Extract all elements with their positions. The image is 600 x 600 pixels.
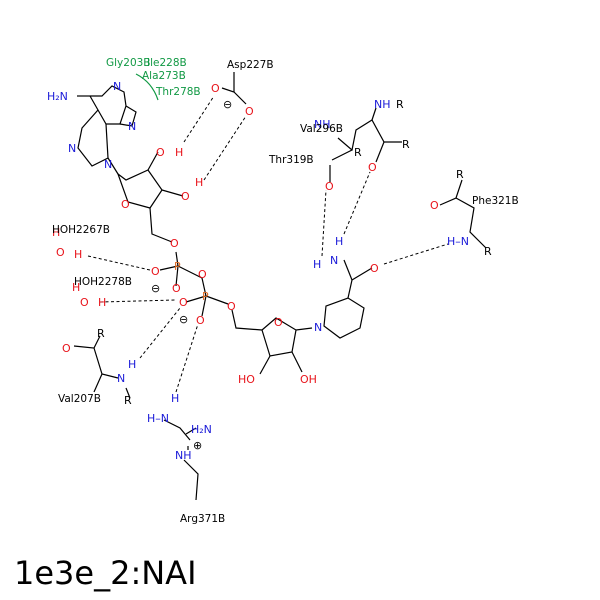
val207-h-label: H: [128, 358, 136, 371]
residue-arg371: Arg371B: [180, 513, 225, 525]
residue-labels: Asp227B Val296B Thr319B Phe321B HOH2267B…: [52, 57, 519, 525]
val207-r1-label: R: [97, 327, 105, 340]
residue-hoh2267: HOH2267B: [52, 224, 110, 236]
residue-thr319: Thr319B: [268, 154, 314, 166]
adenine-n1-label: N: [113, 80, 121, 93]
asp227-o1-label: O: [211, 82, 220, 95]
val207-n-label: N: [117, 372, 125, 385]
carboxamide-n-label: N: [330, 254, 338, 267]
amine-label: H₂N: [47, 90, 68, 103]
pb-o2-label: O: [196, 314, 205, 327]
val296-top-nh-label: NH: [374, 98, 391, 111]
residue-val207: Val207B: [58, 393, 101, 405]
residue-phe321: Phe321B: [472, 195, 519, 207]
adenine-n7-label: N: [68, 142, 76, 155]
carboxamide-h1-label: H: [335, 235, 343, 248]
pyrophosphate-o-label: O: [198, 268, 207, 281]
asp227-o2-label: O: [245, 105, 254, 118]
val207-r2-label: R: [124, 394, 132, 407]
residue-thr278: Thr278B: [155, 86, 201, 98]
hydrophobic-contact-arc: [135, 73, 159, 101]
phe321-o-label: O: [430, 199, 439, 212]
arg371-charge: ⊕: [193, 439, 202, 452]
covalent-bonds: [73, 72, 487, 501]
val296-top-r-label: R: [396, 98, 404, 111]
residue-ile228: Ile228B: [147, 57, 187, 69]
residue-gly203: Gly203B: [106, 57, 151, 69]
phe321-r1-label: R: [456, 168, 464, 181]
arg371-h-label: H: [171, 392, 179, 405]
hoh2278-h-label: H: [72, 281, 80, 294]
phosphate-bridge-o2-label: O: [227, 300, 236, 313]
hydrogen-bonds: [87, 95, 449, 393]
phosphorus-a-label: P: [174, 260, 181, 273]
ribose2-ring-o-label: O: [274, 316, 283, 329]
thr319-o-label: O: [325, 180, 334, 193]
carboxamide-o-label: O: [370, 262, 379, 275]
hoh2278-o-label: O: [80, 296, 89, 309]
nicotinamide-n-label: N: [314, 321, 322, 334]
pa-o1-label: O: [151, 265, 160, 278]
thr319-r-label: R: [354, 146, 362, 159]
residue-val296: Val296B: [300, 123, 343, 135]
pb-charge: ⊖: [179, 313, 188, 326]
val296-nh-label: NH: [314, 118, 331, 131]
ribose2-ho-label: HO: [238, 373, 255, 386]
ribose1-ring-o-label: O: [121, 198, 130, 211]
ribose1-o3-label: O: [181, 190, 190, 203]
ribose1-h3-label: H: [195, 176, 203, 189]
ribose2-oh-label: OH: [300, 373, 317, 386]
arg371-hn-label: H–N: [147, 412, 169, 425]
val296-r-label: R: [402, 138, 410, 151]
hoh2278-h2-label: H: [98, 296, 106, 309]
phe321-r2-label: R: [484, 245, 492, 258]
phosphate-bridge-o1-label: O: [170, 237, 179, 250]
pa-charge: ⊖: [151, 282, 160, 295]
adenine-n3-label: N: [128, 120, 136, 133]
phosphorus-b-label: P: [202, 290, 209, 303]
adenine-n9-label: N: [104, 158, 112, 171]
hoh2267-o-label: O: [56, 246, 65, 259]
arg371-nh-label: NH: [175, 449, 192, 462]
hoh2267-h2-label: H: [74, 248, 82, 261]
val296-o-label: O: [368, 161, 377, 174]
ribose1-o2-label: O: [156, 146, 165, 159]
ribose1-h2-label: H: [175, 146, 183, 159]
val207-o-label: O: [62, 342, 71, 355]
asp227-charge: ⊖: [223, 98, 232, 111]
atom-labels: H₂N N N N N O O H O H O O ⊖ O P O O ⊖ O …: [47, 80, 492, 462]
carboxamide-h2-label: H: [313, 258, 321, 271]
arg371-nh2-label: H₂N: [191, 423, 212, 436]
diagram-title: 1e3e_2:NAI: [14, 554, 197, 592]
phe321-hn-label: H–N: [447, 235, 469, 248]
residue-hoh2278: HOH2278B: [74, 276, 132, 288]
pb-o1-label: O: [179, 296, 188, 309]
residue-ala273: Ala273B: [142, 70, 186, 82]
hoh2267-h-label: H: [52, 226, 60, 239]
pa-o2-label: O: [172, 282, 181, 295]
residue-asp227: Asp227B: [227, 59, 274, 71]
